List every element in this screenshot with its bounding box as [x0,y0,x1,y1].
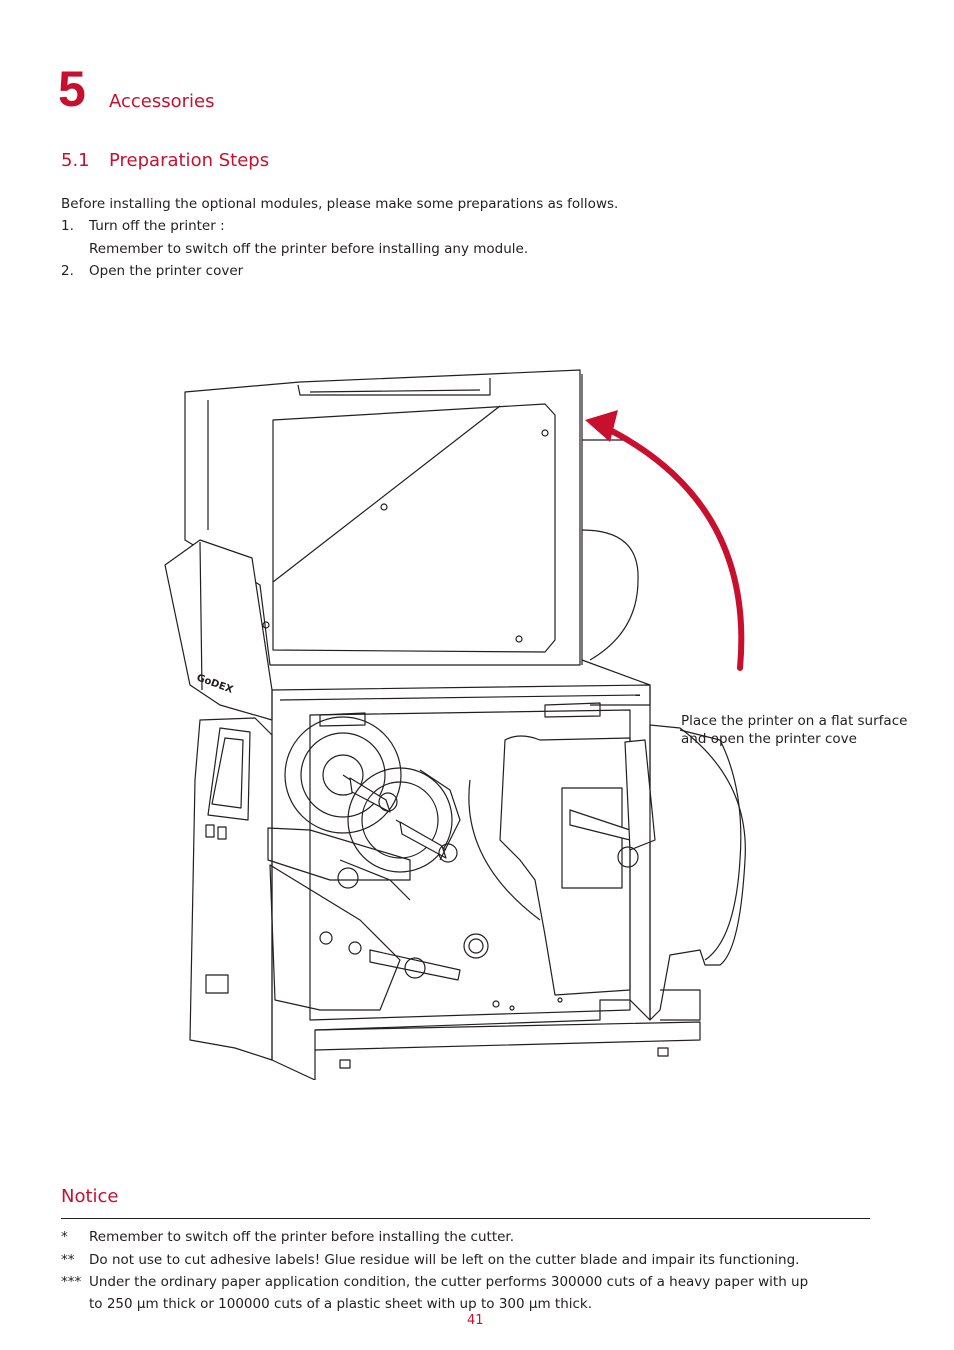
printer-open-cover-illustration: GoDEX [164,369,746,1080]
chapter-number: 5 [58,61,86,117]
step-1-number: 1. [61,218,74,234]
notice-marker-3: *** [61,1274,82,1290]
notice-divider [61,1218,870,1219]
notice-item-1: Remember to switch off the printer befor… [89,1229,515,1245]
section-title: Preparation Steps [109,150,270,171]
section-heading: 5.1 Preparation Steps [61,150,269,171]
page-number: 41 [467,1313,484,1328]
arrow-head-icon [585,410,618,442]
figure-caption: Place the printer on a flat surface and … [681,712,907,748]
section-number: 5.1 [61,150,90,171]
caption-line-2: and open the printer cove [681,731,857,747]
notice-title: Notice [61,1186,119,1207]
step-1-detail: Remember to switch off the printer befor… [89,241,529,257]
step-2-number: 2. [61,263,74,279]
step-1-text: Turn off the printer : [89,218,225,234]
notice-item-2: Do not use to cut adhesive labels! Glue … [89,1252,800,1268]
notice-marker-1: * [61,1229,68,1245]
notice-item-3: Under the ordinary paper application con… [89,1274,809,1290]
chapter-title: Accessories [109,91,215,112]
step-2-text: Open the printer cover [89,263,244,279]
notice-item-3-continuation: to 250 µm thick or 100000 cuts of a plas… [89,1296,593,1312]
open-cover-arrow [597,422,745,671]
intro-paragraph: Before installing the optional modules, … [61,196,619,212]
notice-marker-2: ** [61,1252,75,1268]
caption-line-1: Place the printer on a flat surface [681,713,908,729]
